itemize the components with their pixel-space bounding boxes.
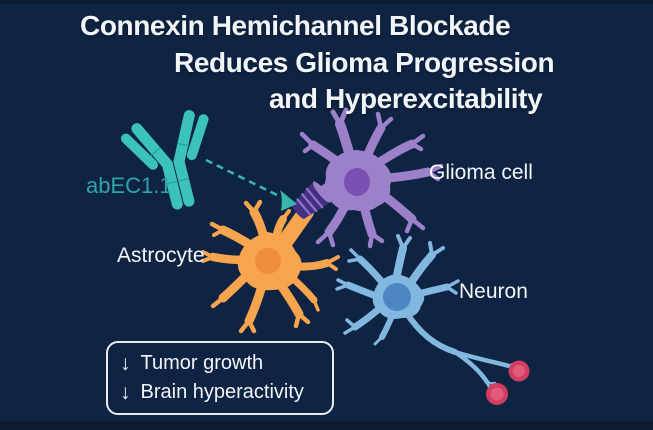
effect-row-brain-hyperactivity: ↓ Brain hyperactivity [120, 379, 320, 406]
astrocyte-nucleus [255, 248, 281, 274]
synaptic-bouton [486, 383, 508, 405]
down-arrow-icon: ↓ [120, 381, 131, 404]
antibody-label: abEC1.1 [86, 173, 172, 198]
astrocyte-label: Astrocyte [117, 244, 205, 267]
neuron-nucleus [383, 283, 411, 311]
synaptic-bouton [508, 360, 530, 382]
effect-row-tumor-growth: ↓ Tumor growth [120, 350, 320, 377]
dashed-inhibition-arrow-icon [205, 158, 297, 211]
effect-text: Tumor growth [140, 352, 264, 374]
glioma-cell [299, 107, 444, 249]
down-arrow-icon: ↓ [120, 352, 131, 375]
title-line-1: Connexin Hemichannel Blockade [80, 10, 511, 41]
glioma-label: Glioma cell [429, 161, 533, 184]
hemichannel-junction-icon [291, 181, 331, 220]
bottom-letterbox-strip [0, 421, 653, 430]
top-letterbox-strip [0, 0, 653, 4]
glioma-nucleus [344, 168, 370, 196]
effects-box: ↓ Tumor growth ↓ Brain hyperactivity [106, 341, 334, 415]
neuron-cell [335, 234, 530, 405]
title-line-2: Reduces Glioma Progression [174, 47, 555, 78]
antibody-icon [120, 110, 209, 210]
astrocyte-cell [201, 199, 340, 334]
title-line-3: and Hyperexcitability [269, 83, 543, 114]
effect-text: Brain hyperactivity [140, 381, 304, 403]
neuron-label: Neuron [459, 280, 528, 303]
